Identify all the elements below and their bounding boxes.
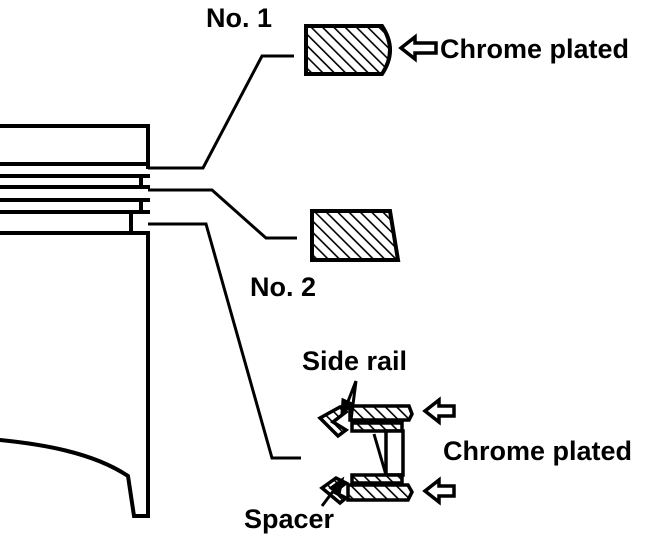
- oil-ring-coating-label: Chrome plated: [443, 436, 632, 466]
- piston-crown-outline: [0, 124, 150, 169]
- leader-ring-1: [148, 54, 294, 170]
- oil-ring-spacer-link: [372, 433, 388, 476]
- piston-body: [0, 124, 150, 518]
- oil-ring-side-rail-lower: [346, 483, 414, 502]
- ring-2-cross-section: [310, 209, 401, 262]
- side-rail-leader-arrowhead: [340, 397, 355, 418]
- ring-1-label: No. 1: [206, 3, 272, 33]
- oil-ring-spacer-upright: [384, 429, 405, 477]
- oil-ring-assembly: [317, 404, 414, 506]
- side-rail-leader: [340, 380, 358, 421]
- hollow-left-arrow-icon: [422, 476, 456, 506]
- leader-ring-2: [148, 188, 297, 240]
- side-rail-leader-line-2: [349, 380, 358, 421]
- spacer-leader: [320, 476, 345, 507]
- ring-groove-edges: [129, 174, 143, 235]
- ring-1-cross-section: [304, 24, 392, 76]
- oil-ring-spacer-body-lower: [350, 473, 404, 485]
- leader-oil-ring: [148, 222, 301, 460]
- ring-2-label: No. 2: [250, 272, 316, 302]
- spacer-label: Spacer: [244, 504, 335, 534]
- leader-lines: [148, 54, 301, 460]
- piston-skirt-outline: [0, 231, 150, 518]
- side-rail-label: Side rail: [302, 346, 407, 376]
- spacer-leader-arrowhead: [328, 476, 345, 497]
- oil-ring-upper-spacer-arm: [317, 404, 350, 439]
- indicator-arrows: [398, 33, 456, 506]
- hollow-left-arrow-icon: [398, 33, 438, 63]
- ring-1-coating-label: Chrome plated: [440, 34, 629, 64]
- hollow-left-arrow-icon: [422, 396, 456, 426]
- oil-ring-side-rail-upper: [348, 404, 414, 422]
